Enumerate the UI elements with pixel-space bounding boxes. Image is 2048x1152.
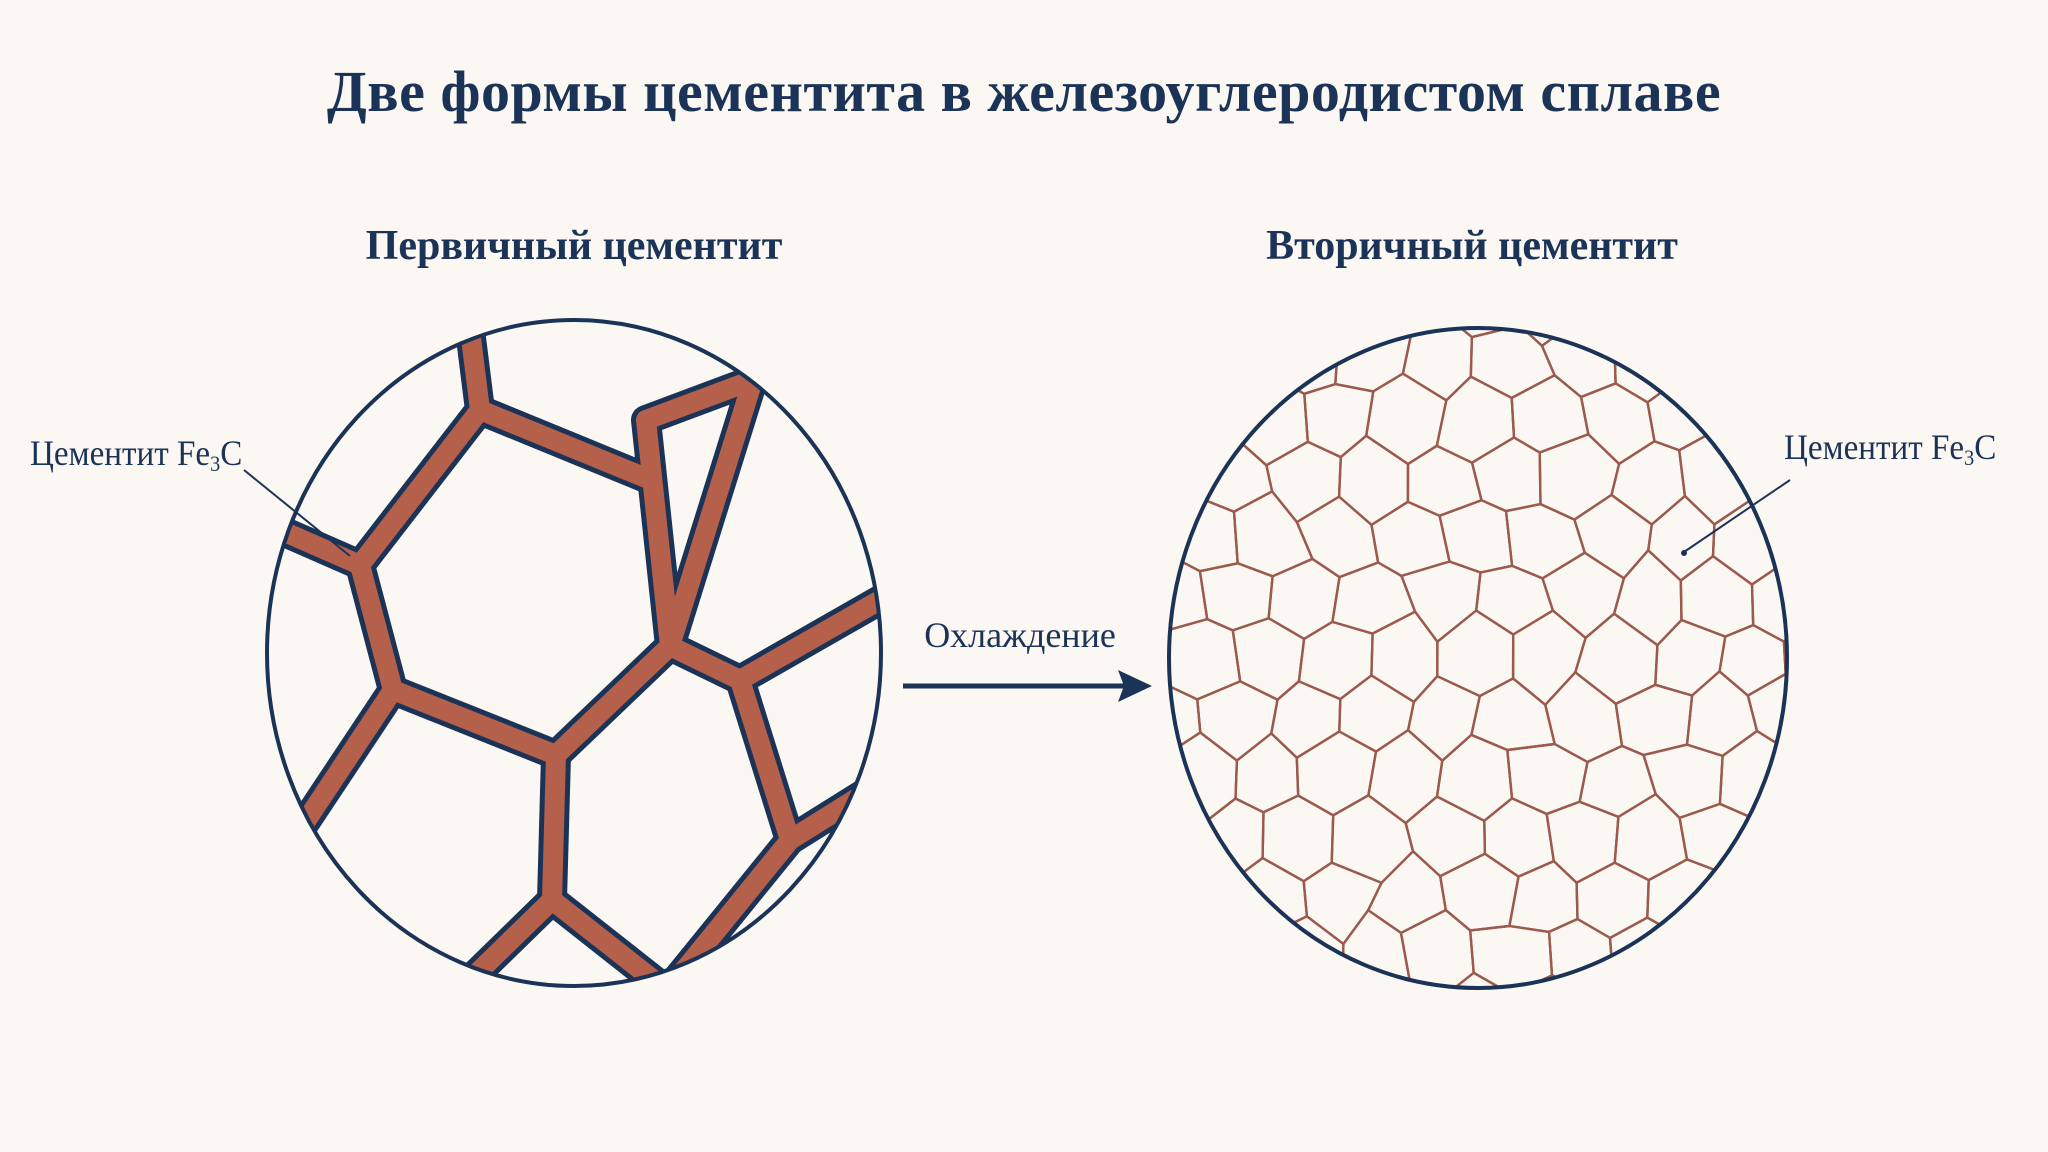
- secondary-grain-cell: [1169, 491, 1174, 583]
- secondary-microstructure: [1169, 328, 1855, 988]
- secondary-grain-cell: [1538, 433, 1621, 521]
- secondary-grain-cell: [1438, 852, 1520, 932]
- secondary-grain-cell: [1508, 859, 1579, 934]
- secondary-cementite-title: Вторичный цементит: [1266, 223, 1678, 269]
- primary-microstructure: [267, 320, 881, 986]
- primary-view-circle: [265, 318, 883, 988]
- secondary-grain-cell: [1366, 328, 1448, 334]
- secondary-grain-cell: [1295, 495, 1380, 579]
- primary-grain-boundary: [660, 636, 881, 850]
- primary-cementite-label: Цементит Fe3C: [30, 432, 242, 477]
- cooling-arrow: [903, 670, 1152, 702]
- secondary-grain-cell: [1169, 737, 1171, 816]
- secondary-grain-cell: [1718, 623, 1787, 697]
- secondary-grain-cell: [1406, 675, 1482, 762]
- secondary-grain-cell: [1747, 792, 1787, 887]
- secondary-grain-cell: [1265, 440, 1343, 524]
- secondary-grain-cell: [1270, 680, 1342, 759]
- secondary-grain-cell: [1544, 671, 1624, 764]
- secondary-grain-cell: [1545, 800, 1620, 884]
- secondary-grain-cell: [1196, 680, 1279, 762]
- secondary-grain-cell: [1510, 374, 1590, 454]
- secondary-grain-cell: [1337, 434, 1410, 527]
- primary-grain-boundary: [470, 400, 656, 488]
- secondary-grain-cell: [1169, 800, 1203, 879]
- secondary-grain-cell: [1376, 981, 1448, 988]
- secondary-grain-cell: [1579, 382, 1656, 466]
- secondary-grain-cell: [1404, 795, 1487, 878]
- secondary-grain-cell: [1468, 924, 1554, 988]
- secondary-grain-cell: [1784, 499, 1787, 578]
- secondary-grain-cell: [1443, 971, 1520, 988]
- secondary-grain-cell: [1334, 328, 1413, 393]
- secondary-grain-cell: [1541, 551, 1626, 640]
- primary-label-main: Цементит Fe: [30, 433, 211, 473]
- secondary-grain-cell: [1366, 850, 1448, 935]
- secondary-view-circle: [1167, 326, 1789, 990]
- primary-grain-boundary: [660, 370, 763, 656]
- secondary-cementite-label: Цементит Fe3C: [1784, 426, 1996, 471]
- primary-label-sub: 3: [210, 451, 221, 476]
- secondary-grain-cell: [1579, 328, 1654, 337]
- primary-leader-line: [243, 469, 351, 557]
- secondary-grain-cell: [1297, 620, 1374, 701]
- secondary-grain-cell: [1435, 375, 1516, 464]
- secondary-grain-cell: [1782, 612, 1787, 692]
- secondary-grain-cell: [1547, 917, 1615, 988]
- secondary-grain-cell: [1789, 745, 1855, 811]
- secondary-leader-line: [1683, 479, 1791, 553]
- secondary-grain-cell: [1711, 856, 1787, 942]
- secondary-label-main: Цементит Fe: [1784, 427, 1965, 467]
- secondary-grain-cell: [1341, 909, 1412, 988]
- primary-grain-boundary: [650, 830, 800, 986]
- primary-cementite-title: Первичный цементит: [365, 223, 783, 269]
- secondary-grain-cell: [1509, 974, 1591, 988]
- secondary-grain-cell: [1169, 684, 1202, 757]
- secondary-grain-cell: [1169, 731, 1239, 827]
- primary-grain-boundary: [290, 680, 403, 840]
- secondary-grain-cell: [1267, 557, 1341, 641]
- secondary-leader-dot: [1681, 550, 1687, 556]
- secondary-label-end: C: [1974, 427, 1997, 467]
- secondary-grain-cell: [1442, 328, 1521, 339]
- secondary-grain-cell: [1713, 376, 1787, 452]
- secondary-grain-cell: [1296, 328, 1376, 340]
- secondary-grain-cell: [1302, 861, 1383, 946]
- secondary-grain-cell: [1364, 372, 1448, 466]
- secondary-grain-cell: [1614, 683, 1694, 757]
- secondary-grain-cell: [1331, 561, 1417, 635]
- secondary-grain-cell: [1575, 861, 1650, 940]
- secondary-label-sub: 3: [1964, 445, 1975, 470]
- cooling-label: Охлаждение: [924, 615, 1116, 655]
- secondary-grain-cell: [1169, 429, 1207, 516]
- secondary-grain-cell: [1474, 564, 1555, 636]
- primary-grain-boundary: [350, 320, 763, 765]
- secondary-grain-cell: [1511, 609, 1587, 706]
- secondary-grain-cell: [1654, 618, 1727, 697]
- primary-grain-boundary: [730, 590, 881, 690]
- secondary-grain-cell: [1197, 797, 1265, 880]
- primary-grain-boundary: [542, 890, 670, 986]
- secondary-grain-cell: [1610, 440, 1687, 526]
- secondary-grain-cell: [1646, 858, 1720, 943]
- secondary-grain-cell: [1685, 670, 1759, 758]
- diagram-title: Две формы цементита в железоуглеродистом…: [326, 59, 1722, 124]
- secondary-grain-cell: [1297, 969, 1383, 988]
- secondary-grain-cell: [1169, 853, 1239, 947]
- primary-grain-boundary: [270, 520, 370, 575]
- secondary-grain-cell: [1268, 915, 1345, 988]
- primary-label-end: C: [220, 433, 243, 473]
- secondary-grain-cell: [1753, 431, 1787, 527]
- secondary-grain-cell: [1367, 728, 1444, 825]
- secondary-grain-cell: [1169, 375, 1244, 462]
- secondary-grain-cell: [1169, 494, 1239, 573]
- secondary-grain-cell: [1573, 983, 1658, 988]
- secondary-grain-cell: [1330, 794, 1415, 884]
- secondary-grain-cell: [1573, 493, 1654, 580]
- secondary-grain-cell: [1400, 560, 1482, 643]
- secondary-grain-cell: [1338, 674, 1416, 753]
